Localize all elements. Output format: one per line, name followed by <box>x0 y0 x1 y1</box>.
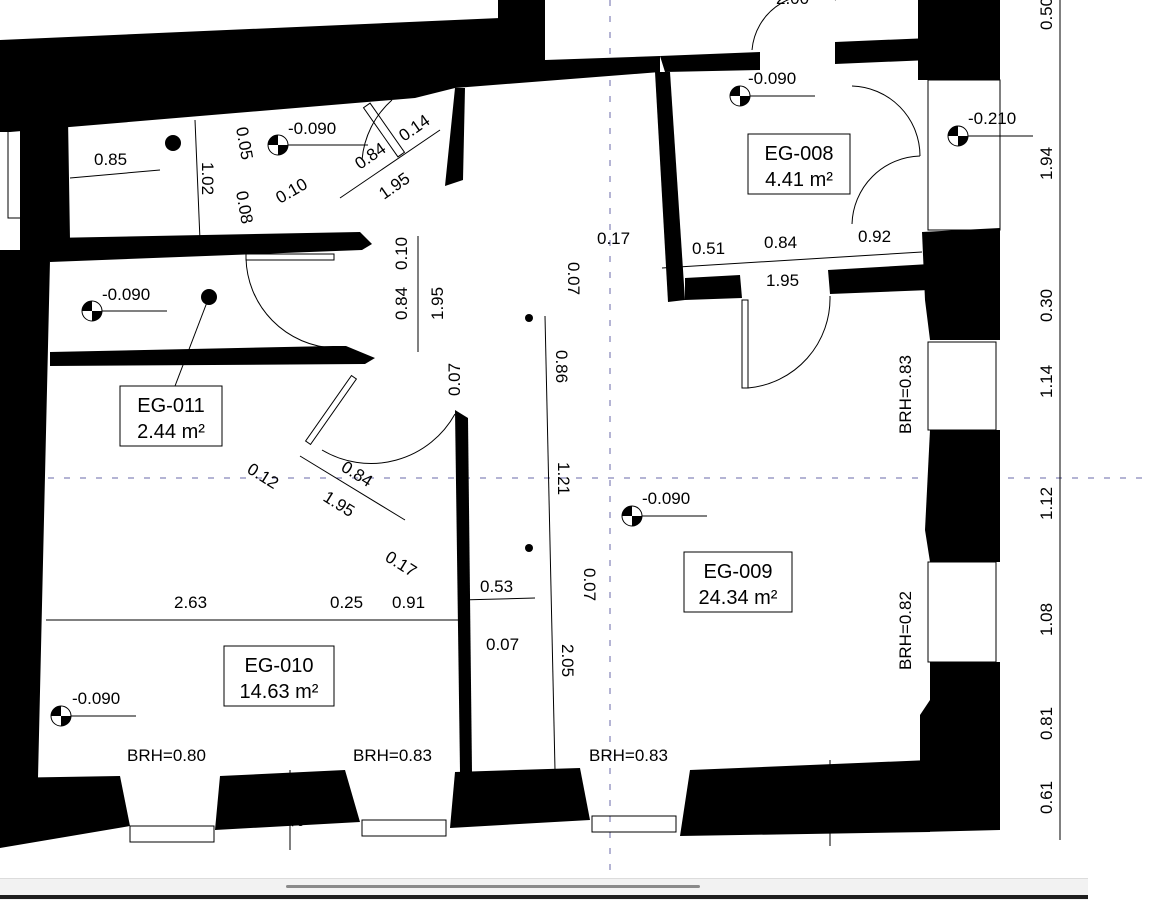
dim-text: 0.84 <box>338 457 376 491</box>
side-dim-text: 0.61 <box>1037 781 1056 814</box>
dim-text: 0.17 <box>597 229 630 248</box>
marker-dot <box>165 135 181 151</box>
room-id: EG-010 <box>245 655 314 677</box>
room-id: EG-008 <box>765 143 834 165</box>
level-marker <box>267 134 368 156</box>
room-label-eg-009: EG-009 24.34 m² <box>683 551 793 613</box>
floor-plan: EG-008 4.41 m² EG-011 2.44 m² EG-010 14.… <box>0 0 1152 878</box>
scrollbar-corner <box>1088 878 1152 899</box>
marker-dot <box>525 544 533 552</box>
scrollbar-thumb[interactable] <box>286 885 700 888</box>
level-marker <box>729 85 815 107</box>
dim-text: 2.05 <box>558 644 577 677</box>
dim-text: 1.02 <box>198 162 217 195</box>
side-dim-text: 1.14 <box>1037 365 1056 398</box>
side-dim-text: 0.30 <box>1037 289 1056 322</box>
level-marker <box>81 300 167 322</box>
dim-text: 0.08 <box>232 189 256 225</box>
dim-text: 0.17 <box>382 547 420 581</box>
walls <box>0 0 1000 848</box>
level-text: -0.090 <box>288 119 336 138</box>
sill-heights: BRH=0.80 BRH=0.83 BRH=0.83 BRH=0.83 BRH=… <box>127 355 915 765</box>
dim-text: 2.63 <box>174 593 207 612</box>
marker-dot <box>525 314 533 322</box>
level-markers <box>50 85 1033 727</box>
room-id: EG-011 <box>137 395 204 417</box>
sill-height: BRH=0.80 <box>127 746 206 765</box>
room-area: 14.63 m² <box>240 681 319 703</box>
level-marker <box>947 125 1033 147</box>
dim-text: 0.12 <box>244 459 282 493</box>
dim-text: 0.10 <box>392 237 411 270</box>
dim-text: 0.10 <box>273 174 311 207</box>
room-label-eg-010: EG-010 14.63 m² <box>223 645 335 707</box>
dim-text: 0.14 <box>395 111 433 146</box>
dim-text: 0.51 <box>692 239 725 258</box>
dim-text: 0.92 <box>858 227 891 246</box>
sill-height: BRH=0.83 <box>896 355 915 434</box>
level-marker <box>50 705 136 727</box>
room-id: EG-009 <box>704 561 773 583</box>
side-dim-text: 1.08 <box>1037 603 1056 636</box>
room-label-eg-011: EG-011 2.44 m² <box>119 385 223 447</box>
room-area: 4.41 m² <box>765 169 833 191</box>
level-texts: -0.090 -0.090 -0.210 -0.090 -0.090 -0.09… <box>72 69 1016 708</box>
dim-text: 0.53 <box>480 577 513 596</box>
dim-text: 1.95 <box>320 487 358 521</box>
side-dim-text: 1.94 <box>1037 147 1056 180</box>
dim-text: 0.07 <box>486 635 519 654</box>
dim-text: 0.62 <box>288 794 307 827</box>
dim-text: 0.07 <box>580 568 599 601</box>
dim-text: 1.21 <box>554 462 573 495</box>
dim-text: 2.00 <box>776 0 809 8</box>
dim-text: 0.84 <box>764 233 797 252</box>
sill-height: BRH=0.82 <box>896 591 915 670</box>
dim-text: 0.07 <box>445 363 464 396</box>
room-label-eg-008: EG-008 4.41 m² <box>747 133 851 195</box>
sill-height: BRH=0.83 <box>589 746 668 765</box>
level-text: -0.090 <box>748 69 796 88</box>
dim-text: 0.86 <box>552 350 571 383</box>
level-text: -0.210 <box>968 109 1016 128</box>
dimension-lines <box>46 0 1061 850</box>
doors-and-openings <box>7 0 1001 843</box>
window-bottom-edge <box>0 895 1088 899</box>
room-area: 24.34 m² <box>699 587 778 609</box>
dim-text: 0.70 <box>944 43 977 62</box>
dim-text: 1.95 <box>766 271 799 290</box>
dim-text: 0.62 <box>832 784 851 817</box>
dim-text: 0.85 <box>94 150 127 169</box>
level-marker <box>621 505 707 527</box>
level-text: -0.090 <box>642 489 690 508</box>
dim-text: 0.05 <box>232 125 256 161</box>
horizontal-scrollbar[interactable] <box>0 878 1088 900</box>
dim-text: 0.84 <box>392 287 411 320</box>
dim-text: 0.25 <box>330 593 363 612</box>
level-text: -0.090 <box>72 689 120 708</box>
dim-text: 0.51 <box>946 0 979 8</box>
room-area: 2.44 m² <box>137 421 205 443</box>
dim-text: 1.95 <box>375 169 413 204</box>
dim-text: 0.64 <box>943 697 976 716</box>
side-dim-text: 0.81 <box>1037 707 1056 740</box>
dim-text: 0.91 <box>392 593 425 612</box>
dim-text: 1.95 <box>428 287 447 320</box>
side-dim-text: 0.50 <box>1037 0 1056 30</box>
dim-text: 0.92 <box>0 37 33 56</box>
level-text: -0.090 <box>102 285 150 304</box>
dim-text: 0.07 <box>564 262 583 295</box>
side-dim-text: 1.12 <box>1037 487 1056 520</box>
sill-height: BRH=0.83 <box>353 746 432 765</box>
